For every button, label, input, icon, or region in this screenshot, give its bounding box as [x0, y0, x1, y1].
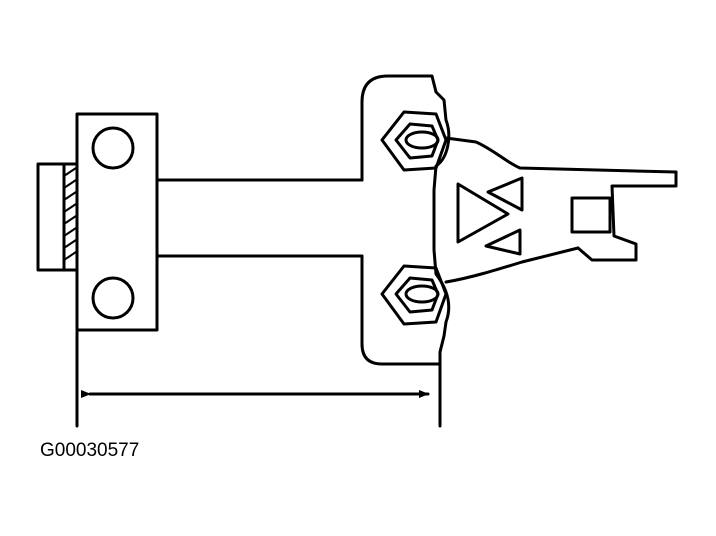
threaded-end-cap: [36, 162, 80, 272]
upper-bolt-hole: [91, 126, 135, 170]
upper-mounting-lug: [380, 110, 448, 172]
thread-hatching: [63, 167, 77, 261]
triangular-web-openings: [456, 176, 524, 256]
extension-arm: [444, 136, 678, 284]
bracket-flange-outline: [360, 74, 451, 366]
connecting-shaft: [155, 178, 364, 258]
mounting-block: [75, 112, 159, 332]
lower-bolt-hole: [91, 276, 135, 320]
lower-mounting-lug: [380, 264, 448, 326]
dimension-indicator: [75, 330, 442, 428]
figure-id-label: G00030577: [40, 440, 140, 461]
